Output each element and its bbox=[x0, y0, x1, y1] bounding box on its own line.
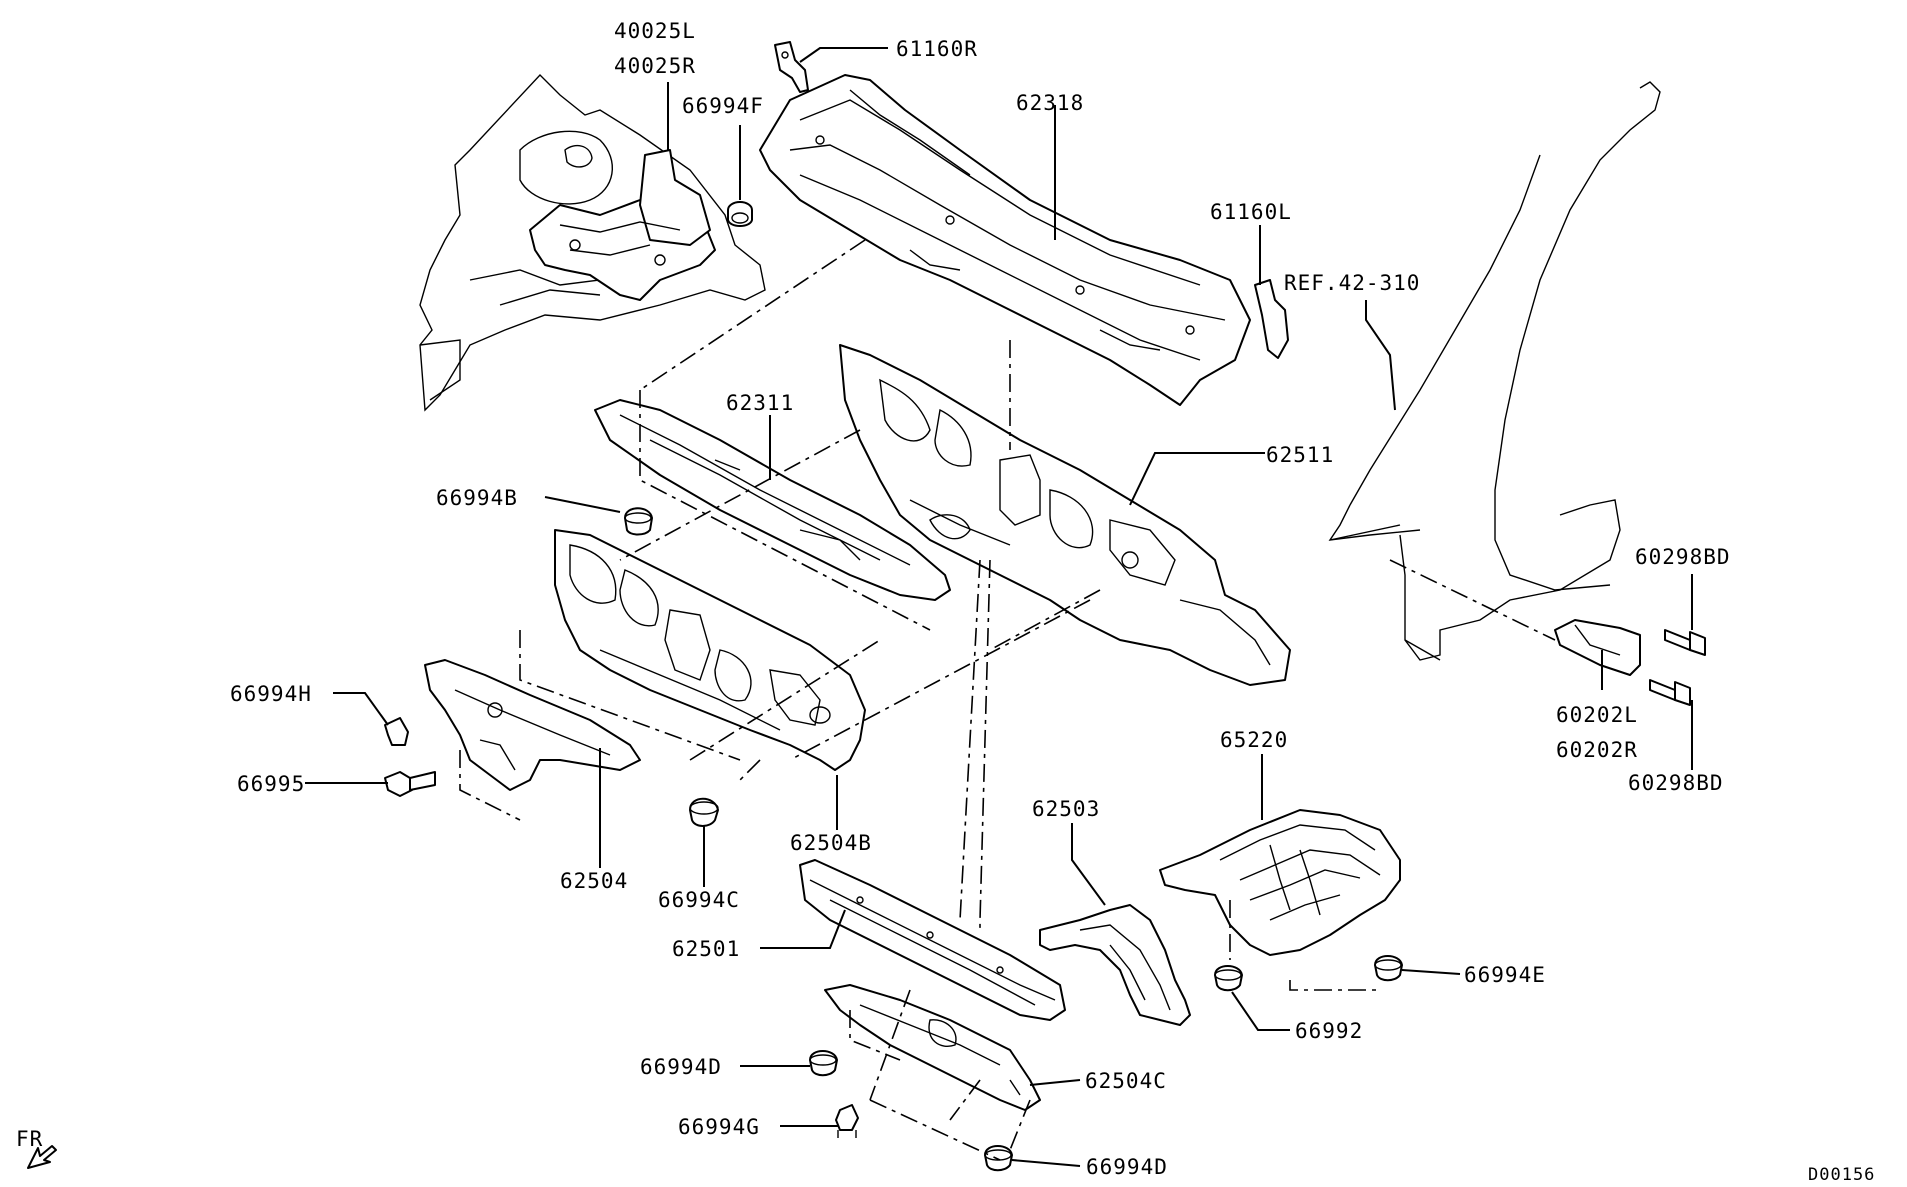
strut-bracket-40025 bbox=[529, 149, 716, 301]
label-62503: 62503 bbox=[1032, 797, 1100, 821]
label-66994D-left: 66994D bbox=[640, 1055, 722, 1079]
label-fr: FR bbox=[16, 1127, 43, 1151]
insulator-62504 bbox=[424, 659, 641, 791]
dash-insulator-upper-62311 bbox=[594, 399, 951, 601]
insulator-62501 bbox=[799, 859, 1066, 1021]
label-66994B: 66994B bbox=[436, 486, 518, 510]
grommet-66994E bbox=[1374, 955, 1403, 982]
front-arrow-icon bbox=[27, 1145, 57, 1169]
label-60298BD-upper: 60298BD bbox=[1635, 545, 1731, 569]
label-62501: 62501 bbox=[672, 937, 740, 961]
label-66992: 66992 bbox=[1295, 1019, 1363, 1043]
label-62318: 62318 bbox=[1016, 91, 1084, 115]
dash-insulator-lower-62504B bbox=[554, 529, 866, 771]
label-66994C: 66994C bbox=[658, 888, 740, 912]
label-40025L: 40025L bbox=[614, 19, 696, 43]
label-61160L: 61160L bbox=[1210, 200, 1292, 224]
grommet-66994D-left bbox=[809, 1050, 838, 1077]
label-66995: 66995 bbox=[237, 772, 305, 796]
heat-protector-65220 bbox=[1159, 809, 1401, 956]
heat-protector-62503 bbox=[1039, 904, 1191, 1026]
dash-panel-62511 bbox=[839, 344, 1291, 686]
label-40025R: 40025R bbox=[614, 54, 696, 78]
label-66994F: 66994F bbox=[682, 94, 764, 118]
label-66994E: 66994E bbox=[1464, 963, 1546, 987]
diagram-code: D00156 bbox=[1808, 1165, 1875, 1185]
label-60202L: 60202L bbox=[1556, 703, 1638, 727]
clip-66994G bbox=[835, 1104, 859, 1138]
label-66994H: 66994H bbox=[230, 682, 312, 706]
grommet-66992 bbox=[1214, 965, 1243, 992]
insulator-62504C bbox=[824, 984, 1041, 1111]
cowl-top-panel-62318 bbox=[759, 74, 1251, 406]
label-ref-42-310: REF.42-310 bbox=[1284, 271, 1420, 295]
bolt-66995 bbox=[384, 771, 436, 797]
strut-tower-outline bbox=[419, 73, 766, 412]
grommet-66994C bbox=[689, 797, 719, 827]
assembly-lines bbox=[459, 239, 1556, 1161]
bracket-61160L bbox=[1254, 279, 1289, 359]
bolt-60298BD-lower bbox=[1649, 679, 1691, 706]
grommet-66994F bbox=[727, 201, 753, 227]
grommet-66994B bbox=[624, 507, 653, 536]
part-labels: 40025L 40025R 66994F 61160R 62318 61160L… bbox=[16, 19, 1875, 1185]
label-66994G: 66994G bbox=[678, 1115, 760, 1139]
leader-lines bbox=[305, 47, 1693, 1167]
label-66994D-bottom: 66994D bbox=[1086, 1155, 1168, 1179]
label-62504B: 62504B bbox=[790, 831, 872, 855]
label-62311: 62311 bbox=[726, 391, 794, 415]
clip-66994H bbox=[384, 717, 409, 746]
label-60298BD-lower: 60298BD bbox=[1628, 771, 1724, 795]
label-62504: 62504 bbox=[560, 869, 628, 893]
label-65220: 65220 bbox=[1220, 728, 1288, 752]
label-60202R: 60202R bbox=[1556, 738, 1638, 762]
bolt-60298BD-upper bbox=[1664, 629, 1706, 656]
bracket-60202 bbox=[1554, 619, 1641, 676]
label-62504C: 62504C bbox=[1085, 1069, 1167, 1093]
grommet-66994D-bottom bbox=[984, 1145, 1013, 1172]
label-62511: 62511 bbox=[1266, 443, 1334, 467]
body-side-ref-outline bbox=[1328, 81, 1661, 661]
label-61160R: 61160R bbox=[896, 37, 978, 61]
bracket-61160R bbox=[774, 41, 809, 93]
